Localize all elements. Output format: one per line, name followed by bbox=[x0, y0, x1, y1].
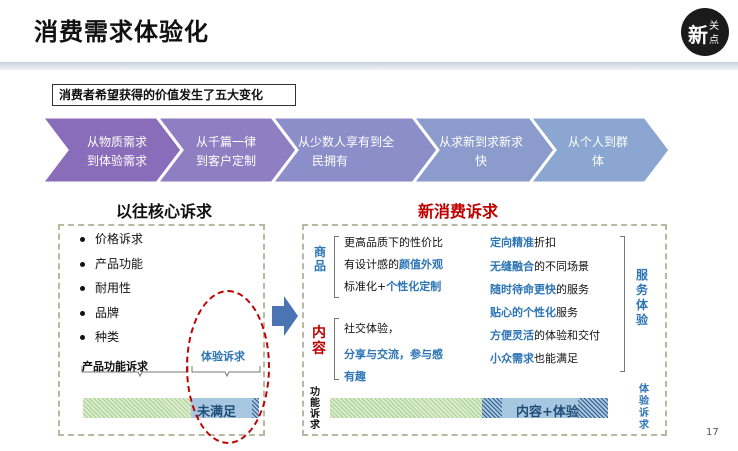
bullet-icon bbox=[80, 335, 85, 340]
service-item: 方便灵活的体验和交付 bbox=[490, 329, 600, 342]
content-experience-label: 内容+体验 bbox=[516, 405, 579, 420]
service-bracket bbox=[620, 236, 625, 372]
bullet-icon bbox=[80, 261, 85, 267]
chevron-3-line2: 民拥有 bbox=[312, 154, 348, 168]
new-hatch-bar-end bbox=[578, 398, 608, 418]
page-number: 17 bbox=[706, 427, 719, 438]
new-function-bar bbox=[330, 398, 482, 418]
new-hatch-bar bbox=[482, 398, 502, 418]
chevron-4-line2: 快 bbox=[475, 154, 487, 168]
chevron-5-line1: 从个人到群 bbox=[568, 135, 628, 149]
chevron-3 bbox=[268, 115, 440, 185]
logo-char-top: 关 bbox=[709, 21, 719, 32]
service-item: 定向精准折扣 bbox=[490, 236, 556, 249]
function-demand-vertical: 功能诉求 bbox=[310, 387, 320, 431]
content-category: 内容 bbox=[312, 325, 326, 357]
function-demand-label: 产品功能诉求 bbox=[82, 360, 148, 373]
goods-bracket bbox=[334, 236, 339, 298]
past-demands-list: 价格诉求 产品功能 耐用性 品牌 种类 bbox=[80, 230, 143, 353]
bullet-icon bbox=[80, 237, 85, 242]
bullet-icon bbox=[80, 286, 85, 291]
list-item: 种类 bbox=[80, 328, 143, 353]
page-title: 消费需求体验化 bbox=[34, 18, 209, 46]
function-bar bbox=[83, 398, 191, 418]
new-experience-bar bbox=[502, 398, 578, 418]
service-item: 随时待命更快的服务 bbox=[490, 283, 589, 296]
chevron-4-line1: 从求新到求新求 bbox=[439, 134, 523, 149]
service-item: 小众需求也能满足 bbox=[490, 352, 578, 365]
chevron-2-line2: 到客户定制 bbox=[196, 153, 256, 168]
goods-category: 商品 bbox=[313, 245, 326, 273]
right-arrow-icon bbox=[272, 296, 298, 336]
chevron-5 bbox=[526, 115, 672, 185]
list-item: 耐用性 bbox=[80, 279, 143, 304]
chevron-2-line1: 从千篇一律 bbox=[196, 134, 256, 149]
logo-char-bottom: 点 bbox=[709, 35, 719, 46]
service-item: 贴心的个性化服务 bbox=[490, 306, 578, 319]
subtitle-box: 消费者希望获得的价值发生了五大变化 bbox=[52, 84, 296, 106]
content-line-1: 社交体验， bbox=[344, 322, 399, 335]
bullet-icon bbox=[80, 310, 85, 316]
service-item: 无缝融合的不同场景 bbox=[490, 260, 589, 273]
content-bracket bbox=[334, 318, 339, 380]
chevron-1-line1: 从物质需求 bbox=[87, 135, 147, 149]
goods-line-3: 标准化+个性化定制 bbox=[344, 280, 442, 293]
logo-char-main: 新 bbox=[688, 23, 708, 47]
content-line-2: 分享与交流，参与感 bbox=[344, 348, 443, 361]
goods-line-1: 更高品质下的性价比 bbox=[344, 236, 443, 249]
chevron-3-line1: 从少数人享有到全 bbox=[298, 134, 394, 149]
content-line-3: 有趣 bbox=[344, 370, 366, 383]
service-experience-label: 服务体验 bbox=[635, 268, 648, 327]
right-panel bbox=[302, 224, 667, 436]
chevron-1 bbox=[38, 115, 184, 185]
brand-logo: 新 关 点 bbox=[681, 8, 729, 56]
chevron-process: 从物质需求 到体验需求 从千篇一律 到客户定制 从少数人享有到全 民拥有 从求新… bbox=[38, 115, 672, 185]
right-heading: 新消费诉求 bbox=[418, 202, 499, 221]
header-divider bbox=[0, 62, 738, 70]
chevron-5-line2: 体 bbox=[592, 154, 604, 168]
goods-line-2: 有设计感的颜值外观 bbox=[344, 258, 443, 271]
list-item: 产品功能 bbox=[80, 255, 143, 280]
highlight-ellipse bbox=[186, 290, 270, 444]
chevron-1-line2: 到体验需求 bbox=[87, 153, 147, 168]
list-item: 价格诉求 bbox=[80, 230, 143, 255]
list-item: 品牌 bbox=[80, 304, 143, 329]
left-heading: 以往核心诉求 bbox=[116, 202, 213, 221]
experience-demand-vertical: 体验诉求 bbox=[639, 384, 649, 431]
